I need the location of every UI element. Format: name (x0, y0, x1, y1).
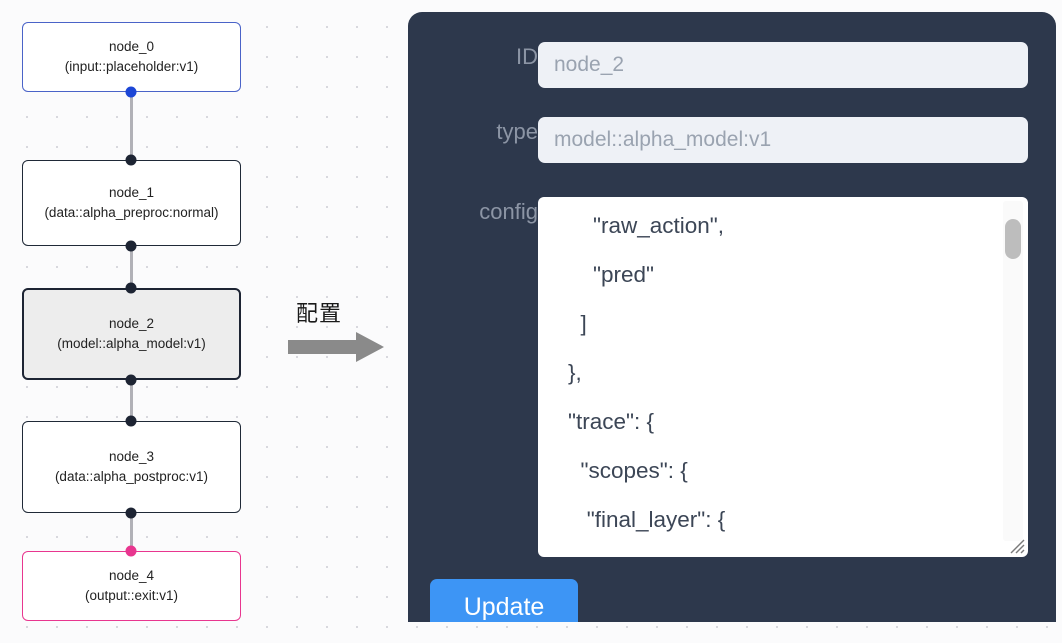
node-subtitle: (data::alpha_postproc:v1) (54, 469, 209, 484)
node-handle-target-node_3[interactable] (125, 415, 137, 427)
node-subtitle: (output::exit:v1) (84, 588, 179, 603)
graph-node-node_4[interactable]: node_4 (output::exit:v1) (22, 551, 241, 621)
node-handle-target-node_1[interactable] (125, 154, 137, 166)
right-arrow-icon (288, 332, 384, 362)
node-handle-target-node_4[interactable] (125, 545, 137, 557)
node-handle-source-node_1[interactable] (125, 240, 137, 252)
flow-canvas[interactable]: node_0 (input::placeholder:v1) node_1 (d… (0, 0, 400, 643)
graph-node-node_2[interactable]: node_2 (model::alpha_model:v1) (22, 288, 241, 380)
edge-node_3-node_4 (130, 513, 133, 551)
form-row-id: ID (428, 42, 1028, 88)
node-title: node_0 (108, 39, 155, 54)
annotation-label: 配置 (296, 302, 343, 327)
field-label-id: ID (516, 44, 538, 69)
id-input[interactable] (538, 42, 1028, 88)
graph-node-node_3[interactable]: node_3 (data::alpha_postproc:v1) (22, 421, 241, 513)
edge-node_1-node_2 (130, 246, 133, 288)
edge-node_2-node_3 (130, 380, 133, 421)
node-handle-source-node_0[interactable] (125, 86, 137, 98)
node-subtitle: (input::placeholder:v1) (64, 59, 199, 74)
annotation-group: 配置 (288, 296, 398, 366)
graph-node-node_1[interactable]: node_1 (data::alpha_preproc:normal) (22, 160, 241, 246)
update-button[interactable]: Update (430, 579, 578, 622)
config-scrollbar-thumb[interactable] (1005, 219, 1021, 259)
field-label-type: type (496, 119, 538, 144)
config-textarea[interactable]: "raw_action", "pred" ] }, "trace": { "sc… (538, 197, 1028, 557)
form-row-config: config "raw_action", "pred" ] }, "trace"… (428, 197, 1028, 557)
edge-node_0-node_1 (130, 92, 133, 160)
node-title: node_1 (108, 185, 155, 200)
type-input[interactable] (538, 117, 1028, 163)
node-handle-target-node_2[interactable] (125, 282, 137, 294)
node-title: node_3 (108, 449, 155, 464)
node-config-panel: ID type config "raw_action", "pred" ] },… (408, 12, 1056, 622)
node-handle-source-node_3[interactable] (125, 507, 137, 519)
form-row-type: type (428, 117, 1028, 163)
node-handle-source-node_2[interactable] (125, 374, 137, 386)
graph-node-node_0[interactable]: node_0 (input::placeholder:v1) (22, 22, 241, 92)
node-subtitle: (model::alpha_model:v1) (57, 336, 206, 351)
node-title: node_2 (108, 316, 155, 331)
node-subtitle: (data::alpha_preproc:normal) (44, 205, 219, 220)
config-textarea-wrapper: "raw_action", "pred" ] }, "trace": { "sc… (538, 197, 1028, 557)
node-title: node_4 (108, 568, 155, 583)
config-scrollbar-track[interactable] (1003, 201, 1023, 541)
resize-grip-icon[interactable] (1008, 537, 1026, 555)
field-label-config: config (479, 199, 538, 224)
